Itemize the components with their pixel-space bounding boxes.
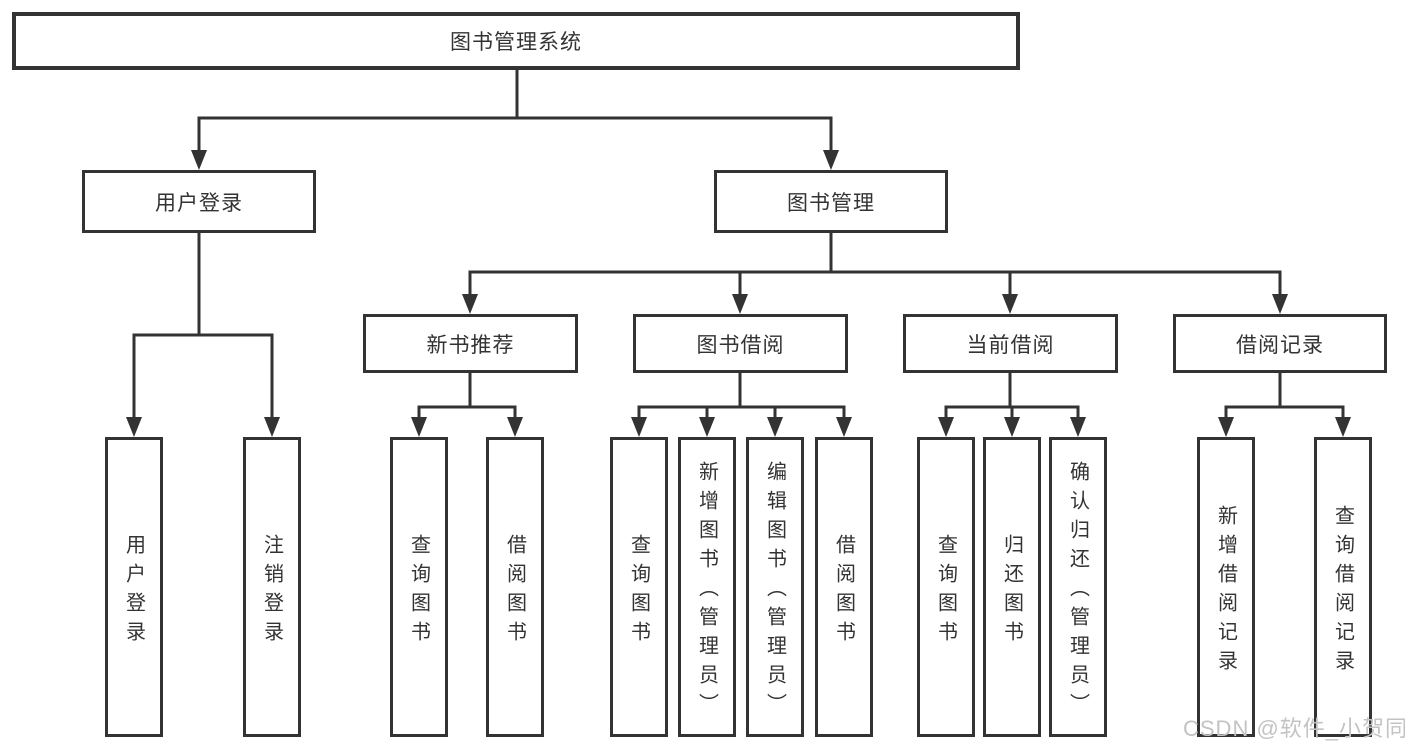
- leaf-label: 查询图书: [627, 533, 650, 650]
- leaf-user-login: 用户登录: [105, 437, 163, 737]
- node-user-login: 用户登录: [82, 170, 316, 233]
- node-current-borrowing: 当前借阅: [903, 314, 1118, 373]
- leaf-confirm-return-admin: 确认归还（管理员）: [1049, 437, 1107, 737]
- arrow-down-icon: [411, 417, 427, 437]
- leaf-label: 查询借阅记录: [1331, 504, 1354, 679]
- arrow-down-icon: [631, 417, 647, 437]
- connector-paths: [132, 70, 1345, 419]
- node-library-management-system: 图书管理系统: [12, 12, 1020, 70]
- arrow-down-icon: [1002, 294, 1018, 314]
- leaf-label: 确认归还（管理员）: [1066, 461, 1089, 722]
- arrow-down-icon: [264, 417, 280, 437]
- leaf-edit-books-admin: 编辑图书（管理员）: [746, 437, 804, 737]
- leaf-label: 新增图书（管理员）: [695, 461, 718, 722]
- leaf-return-books: 归还图书: [983, 437, 1041, 737]
- arrow-down-icon: [1004, 417, 1020, 437]
- arrow-down-icon: [732, 294, 748, 314]
- leaf-query-borrow-record: 查询借阅记录: [1314, 437, 1372, 737]
- leaf-label: 新增借阅记录: [1214, 504, 1237, 679]
- leaf-add-borrow-record: 新增借阅记录: [1197, 437, 1255, 737]
- arrow-down-icon: [507, 417, 523, 437]
- node-new-book-recommendation: 新书推荐: [363, 314, 578, 373]
- arrow-down-icon: [1335, 417, 1351, 437]
- arrow-down-icon: [126, 417, 142, 437]
- node-borrowing-records: 借阅记录: [1173, 314, 1387, 373]
- leaf-label: 借阅图书: [832, 533, 855, 650]
- arrow-down-icon: [1070, 417, 1086, 437]
- leaf-label: 查询图书: [407, 533, 430, 650]
- leaf-query-books-recommend: 查询图书: [390, 437, 448, 737]
- leaf-label: 用户登录: [122, 533, 145, 650]
- leaf-logout: 注销登录: [243, 437, 301, 737]
- csdn-watermark: CSDN @软件_小贺同学: [1183, 716, 1405, 741]
- arrowheads: [126, 150, 1351, 437]
- arrow-down-icon: [1218, 417, 1234, 437]
- node-book-borrowing: 图书借阅: [633, 314, 848, 373]
- arrow-down-icon: [462, 294, 478, 314]
- arrow-down-icon: [191, 150, 207, 170]
- arrow-down-icon: [823, 150, 839, 170]
- leaf-label: 借阅图书: [503, 533, 526, 650]
- leaf-borrow-books: 借阅图书: [815, 437, 873, 737]
- arrow-down-icon: [767, 417, 783, 437]
- leaf-query-books-borrowing: 查询图书: [610, 437, 668, 737]
- leaf-label: 编辑图书（管理员）: [763, 461, 786, 722]
- leaf-label: 注销登录: [260, 533, 283, 650]
- arrow-down-icon: [699, 417, 715, 437]
- leaf-borrow-books-recommend: 借阅图书: [486, 437, 544, 737]
- leaf-label: 查询图书: [934, 533, 957, 650]
- arrow-down-icon: [938, 417, 954, 437]
- arrow-down-icon: [836, 417, 852, 437]
- arrow-down-icon: [1272, 294, 1288, 314]
- leaf-label: 归还图书: [1000, 533, 1023, 650]
- leaf-query-books-current: 查询图书: [917, 437, 975, 737]
- node-book-management: 图书管理: [714, 170, 948, 233]
- leaf-add-books-admin: 新增图书（管理员）: [678, 437, 736, 737]
